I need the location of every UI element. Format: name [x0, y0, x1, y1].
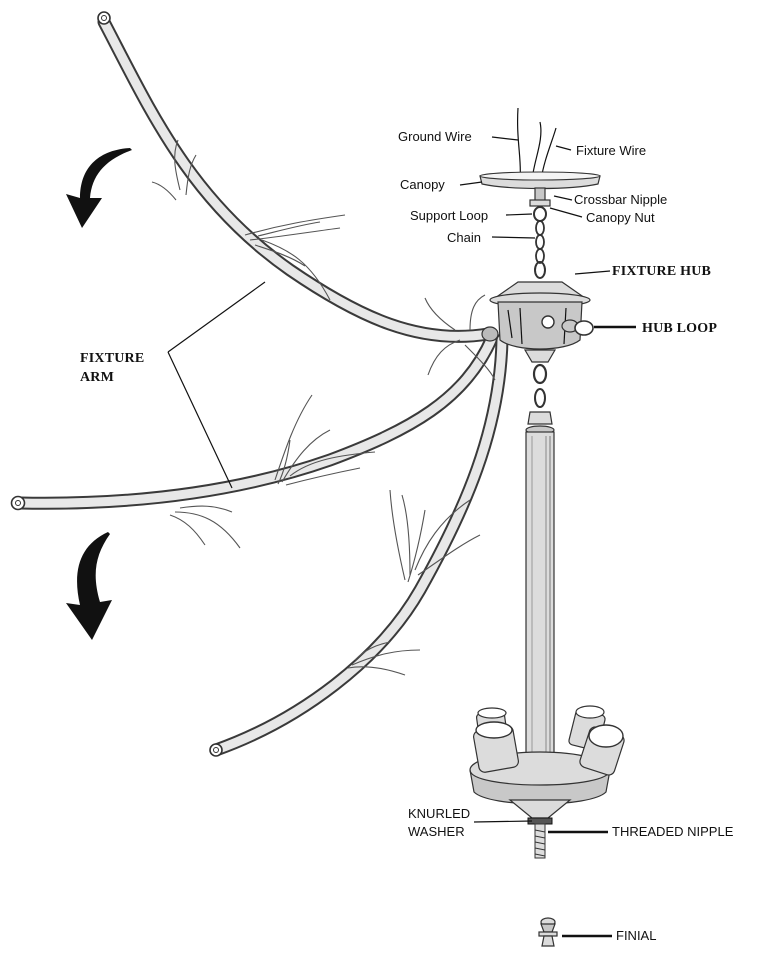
threaded-nipple-label: THREADED NIPPLE: [612, 824, 734, 839]
ground-wire-label: Ground Wire: [398, 129, 472, 144]
canopy-label: Canopy: [400, 177, 445, 192]
canopy: [480, 172, 600, 189]
curved-arrow-icon: [66, 532, 112, 640]
curved-arrow-icon: [66, 148, 132, 228]
arm-bundle: [482, 327, 498, 341]
knurled-washer-label-line2: WASHER: [408, 824, 465, 839]
knurled-washer-label-line1: KNURLED: [408, 806, 470, 821]
fixture-wire-label: Fixture Wire: [576, 143, 646, 158]
finial: [539, 918, 557, 946]
fixture-hub-label: FIXTURE HUB: [612, 264, 711, 279]
support-loop-label: Support Loop: [410, 208, 488, 223]
hub-loop-label: HUB LOOP: [642, 321, 717, 336]
support-loop: [534, 207, 546, 221]
canopy-nut-label: Canopy Nut: [586, 210, 655, 225]
hub-lower-link: [526, 365, 554, 434]
fixture-arm-label-line1: FIXTURE: [80, 351, 144, 366]
stem: [526, 432, 554, 762]
crossbar-nipple-label: Crossbar Nipple: [574, 192, 667, 207]
socket-left-front: [473, 722, 520, 773]
leader-lines: [168, 137, 636, 936]
fixture-arm-label-line2: ARM: [80, 370, 114, 385]
crossbar-nipple: [530, 188, 550, 206]
wires: [518, 108, 556, 180]
chain-label: Chain: [447, 230, 481, 245]
threaded-nipple: [535, 824, 545, 858]
chain: [535, 221, 545, 278]
finial-label: FINIAL: [616, 928, 656, 943]
fixture-arm-top: [98, 12, 488, 336]
